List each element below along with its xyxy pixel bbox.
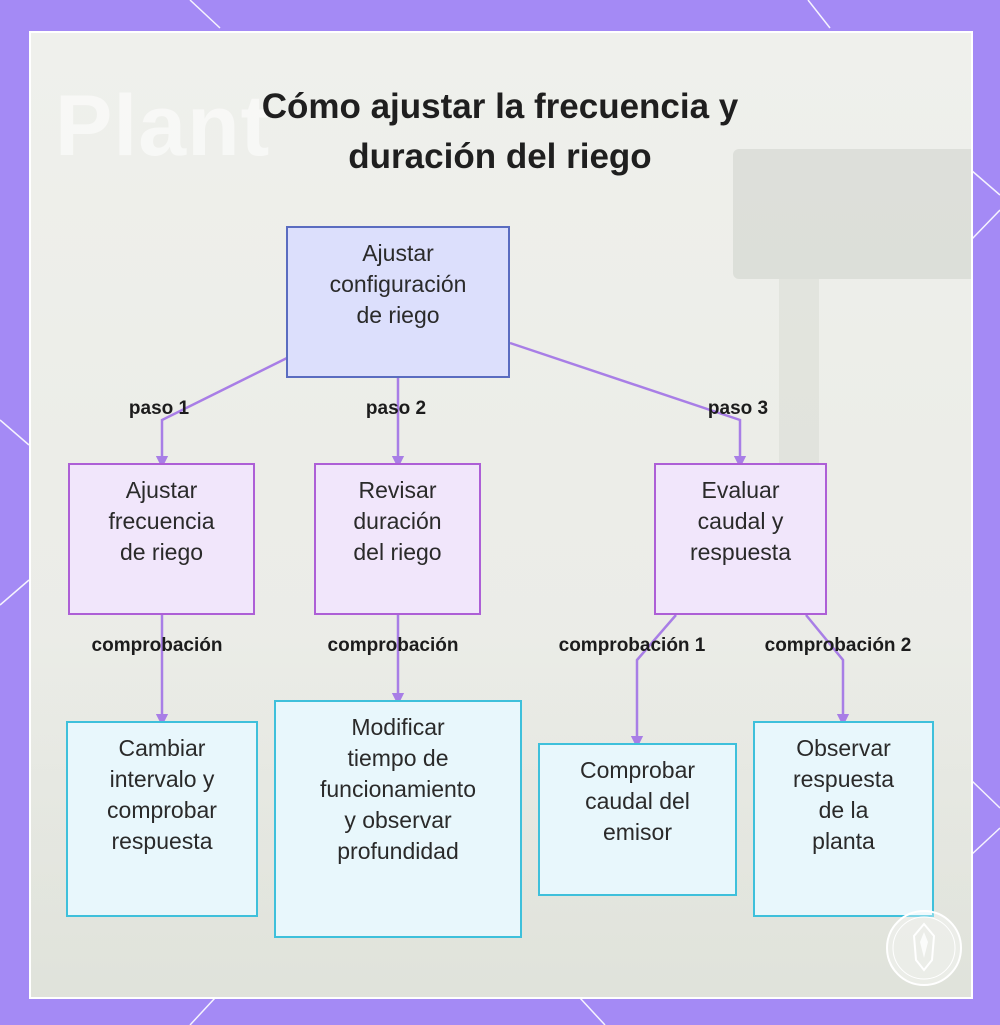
node-line: Ajustar: [125, 477, 198, 503]
edge-root-step3: [509, 341, 747, 469]
background-word: Plant: [55, 78, 271, 174]
edge-label-paso2: paso 2: [365, 398, 427, 419]
title-line: duración del riego: [348, 137, 652, 176]
edge-label-check3: comprobación 1: [558, 635, 706, 656]
edge-label-check4: comprobación 2: [764, 635, 912, 656]
node-line: intervalo y: [109, 766, 215, 792]
node-line: profundidad: [337, 838, 459, 864]
hand-emblem-icon: [886, 910, 962, 986]
step1-node: Ajustar frecuencia de riego: [68, 463, 255, 615]
background-sign: [733, 149, 971, 279]
node-line: de riego: [356, 302, 440, 328]
step2-node: Revisar duración del riego: [314, 463, 481, 615]
edge-label-paso3: paso 3: [707, 398, 769, 419]
node-line: Ajustar: [362, 240, 434, 266]
node-line: respuesta: [792, 766, 894, 792]
node-line: Cambiar: [118, 735, 206, 761]
diagram-title: Cómo ajustar la frecuencia y duración de…: [150, 82, 850, 182]
node-line: Evaluar: [701, 477, 780, 503]
leaf4-node: Observar respuesta de la planta: [753, 721, 934, 917]
node-line: comprobar: [107, 797, 217, 823]
leaf1-node: Cambiar intervalo y comprobar respuesta: [66, 721, 258, 917]
node-line: Observar: [796, 735, 891, 761]
node-line: caudal del: [585, 788, 690, 814]
edge-step3-leaf3: [630, 614, 677, 749]
edge-label-check2: comprobación: [327, 635, 459, 656]
node-line: tiempo de: [347, 745, 449, 771]
node-line: caudal y: [697, 508, 784, 534]
node-line: de la: [818, 797, 869, 823]
node-line: configuración: [329, 271, 467, 297]
edge-step3-leaf4: [805, 614, 850, 727]
title-line: Cómo ajustar la frecuencia y: [261, 87, 739, 126]
node-line: de riego: [119, 539, 204, 565]
edge-root-step1: [155, 356, 288, 469]
node-line: Modificar: [351, 714, 445, 740]
node-line: planta: [812, 828, 875, 854]
root-node: Ajustar configuración de riego: [286, 226, 510, 378]
leaf3-node: Comprobar caudal del emisor: [538, 743, 737, 896]
node-line: duración: [353, 508, 442, 534]
node-line: del riego: [353, 539, 442, 565]
node-line: Revisar: [358, 477, 437, 503]
node-line: funcionamiento: [320, 776, 476, 802]
node-line: respuesta: [689, 539, 791, 565]
leaf2-node: Modificar tiempo de funcionamiento y obs…: [274, 700, 522, 938]
edge-label-paso1: paso 1: [128, 398, 190, 419]
edge-label-check1: comprobación: [91, 635, 223, 656]
node-line: y observar: [344, 807, 452, 833]
node-line: Comprobar: [579, 757, 696, 783]
step3-node: Evaluar caudal y respuesta: [654, 463, 827, 615]
node-line: respuesta: [111, 828, 213, 854]
node-line: frecuencia: [108, 508, 215, 534]
node-line: emisor: [602, 819, 672, 845]
